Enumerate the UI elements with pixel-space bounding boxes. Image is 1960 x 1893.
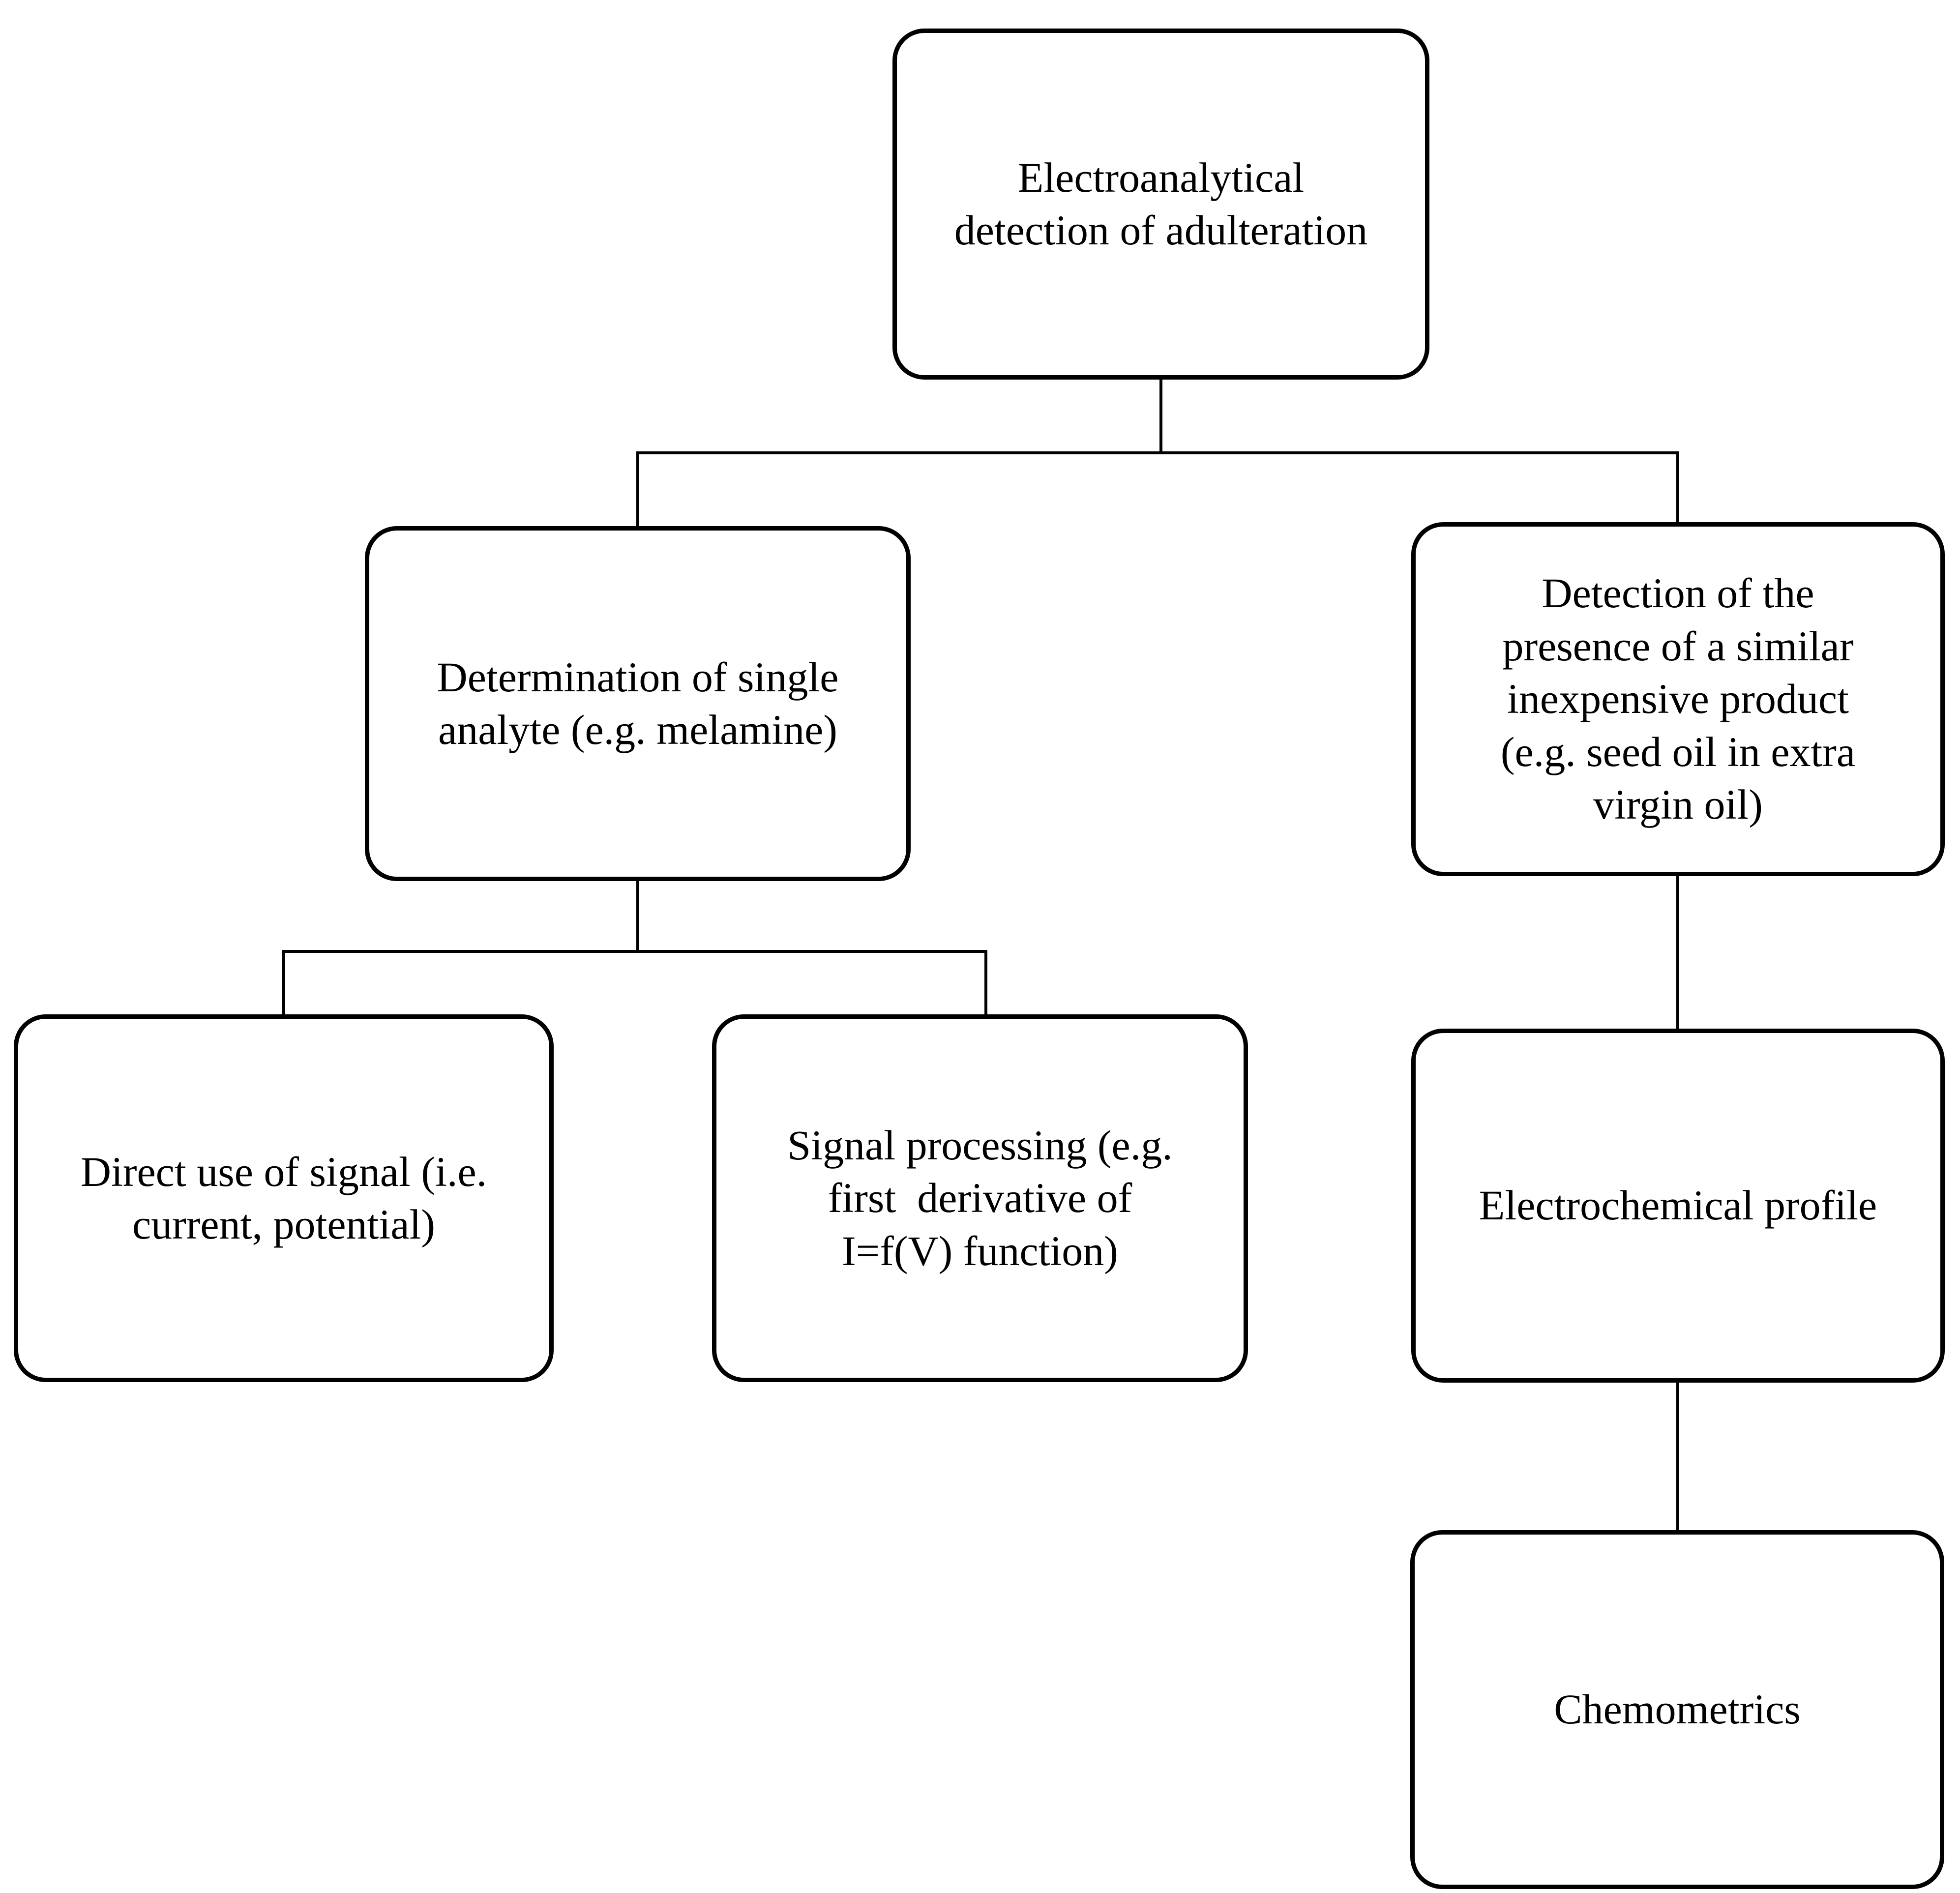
- flow-node-signal-processing: Signal processing (e.g. first derivative…: [712, 1014, 1248, 1382]
- connector-branch-bar: [636, 451, 1679, 454]
- flow-node-chemometrics: Chemometrics: [1410, 1530, 1944, 1889]
- connector-single-to-direct: [282, 950, 285, 1016]
- flow-node-direct-signal: Direct use of signal (i.e. current, pote…: [14, 1014, 554, 1382]
- flow-node-electrochemical-profile: Electrochemical profile: [1411, 1029, 1945, 1383]
- connector-similar-to-profile: [1676, 876, 1679, 1031]
- flow-node-similar-product: Detection of the presence of a similar i…: [1411, 522, 1945, 876]
- connector-single-stem: [636, 881, 639, 953]
- connector-single-to-processing: [984, 950, 987, 1016]
- connector-root-to-single: [636, 451, 639, 528]
- connector-profile-to-chemometrics: [1676, 1383, 1679, 1532]
- connector-root-to-similar: [1676, 451, 1679, 524]
- connector-root-stem: [1159, 380, 1162, 454]
- connector-fork-bar: [282, 950, 987, 953]
- flow-node-single-analyte: Determination of single analyte (e.g. me…: [365, 526, 911, 881]
- flow-node-electroanalytical-detection: Electroanalytical detection of adulterat…: [892, 29, 1429, 380]
